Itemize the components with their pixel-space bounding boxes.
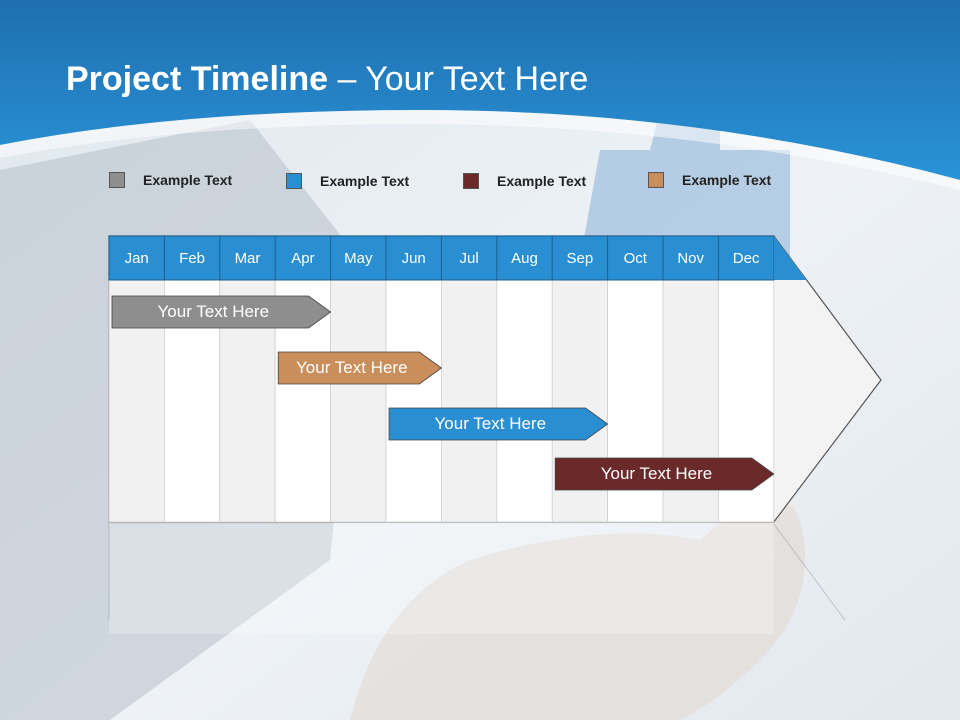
month-label-dec: Dec [732, 250, 760, 267]
task-bar-label: Your Text Here [157, 302, 270, 321]
legend-item-3: Example Text [463, 171, 586, 191]
task-bar-1 [111, 295, 332, 329]
legend-swatch [463, 173, 479, 189]
month-label-apr: Apr [291, 250, 315, 267]
task-bar-3 [388, 407, 609, 441]
task-bar-label: Your Text Here [434, 414, 547, 433]
legend-swatch [109, 172, 125, 188]
month-label-jun: Jun [401, 250, 426, 267]
legend-item-1: Example Text [109, 170, 232, 190]
title-rest: – Your Text Here [328, 60, 589, 98]
month-label-nov: Nov [677, 250, 705, 267]
header-band [0, 0, 960, 180]
legend-label: Example Text [143, 172, 233, 188]
header-arrow-cap [773, 236, 807, 280]
page-title: Project Timeline – Your Text Here [66, 60, 588, 99]
task-bar-4 [554, 457, 775, 491]
month-label-may: May [344, 250, 373, 267]
legend-swatch [286, 173, 302, 189]
month-label-mar: Mar [234, 250, 261, 267]
legend-label: Example Text [320, 173, 410, 189]
month-label-aug: Aug [511, 250, 538, 267]
month-column [330, 279, 387, 523]
month-label-jan: Jan [124, 250, 149, 267]
month-label-oct: Oct [623, 250, 647, 267]
month-column [440, 279, 498, 523]
month-column [496, 279, 553, 523]
legend-label: Example Text [497, 173, 587, 189]
month-column [385, 279, 442, 523]
reflection-edge-right [773, 523, 846, 621]
legend-swatch [648, 172, 664, 188]
task-bar-label: Your Text Here [600, 464, 713, 483]
title-bold: Project Timeline [66, 60, 329, 98]
task-bar-label: Your Text Here [296, 358, 408, 377]
header-wave-highlight [0, 110, 960, 190]
month-label-feb: Feb [179, 250, 206, 267]
hand-shape [350, 499, 805, 720]
puzzle-piece-shape [580, 106, 790, 261]
task-bar-2 [277, 351, 443, 385]
month-label-sep: Sep [566, 250, 594, 267]
legend-item-4: Example Text [648, 170, 771, 190]
legend-label: Example Text [682, 172, 772, 188]
legend-item-2: Example Text [286, 171, 409, 191]
chart-reflection [109, 524, 774, 634]
month-label-jul: Jul [459, 250, 479, 267]
